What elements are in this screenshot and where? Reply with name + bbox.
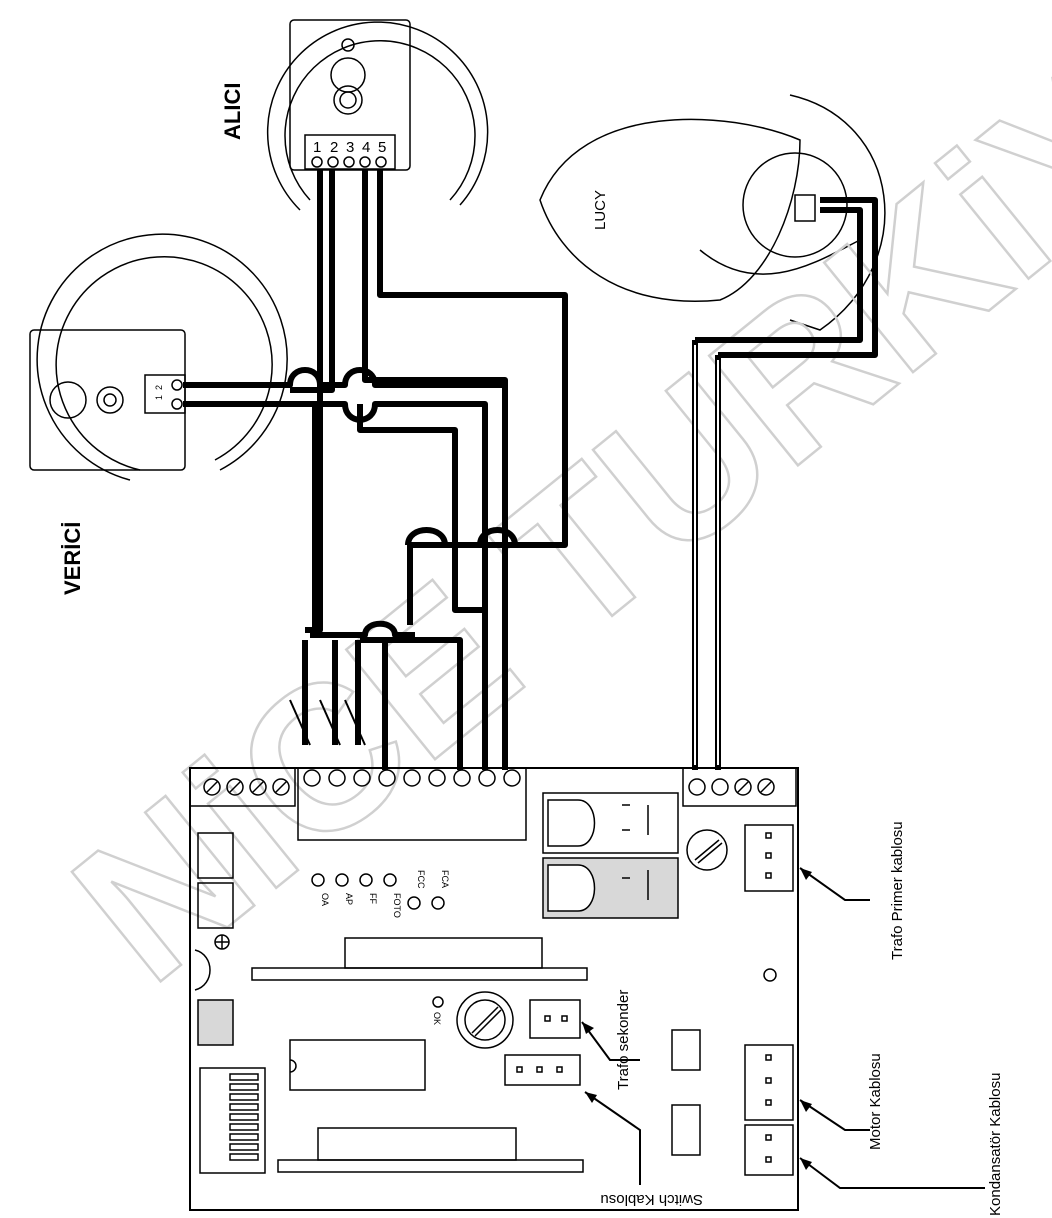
dip-switch	[199, 1067, 266, 1174]
receiver-terminal-3: 3	[346, 139, 354, 156]
kondansator-kablosu-label: Kondansatör Kablosu	[987, 1073, 1004, 1216]
lucy-lamp	[539, 94, 886, 331]
input-label-foto: FOTO	[392, 893, 402, 918]
motor-connector	[744, 1044, 794, 1121]
right-terminal-block	[682, 767, 797, 807]
input-label-fca: FCA	[440, 870, 450, 888]
relay-modules	[542, 792, 679, 919]
transmitter-unit: 1 2	[29, 233, 288, 481]
verici-label: VERİCİ	[60, 522, 85, 595]
switch-kablosu-label: Switch Kablosu	[600, 1191, 703, 1208]
receiver-unit: 1 2 3 4 5	[266, 19, 489, 211]
receiver-terminal-labels: 1 2 3 4 5	[313, 139, 386, 156]
motor-kablosu-label: Motor Kablosu	[867, 1053, 884, 1150]
receiver-terminal-2: 2	[330, 139, 338, 156]
receiver-terminal-4: 4	[362, 139, 370, 156]
trafo-sekonder-label: Trafo sekonder	[615, 990, 632, 1090]
lucy-label: LUCY	[592, 190, 609, 230]
receiver-terminal-1: 1	[313, 139, 321, 156]
input-leds: OA AP FF FOTO FCC FCA	[311, 870, 450, 918]
kondansator-connector	[744, 1124, 794, 1176]
transmitter-terminal-1: 1	[154, 395, 164, 400]
input-switches	[289, 699, 366, 746]
trafo-primer-label: Trafo Primer kablosu	[889, 821, 906, 960]
switch-connector	[504, 1054, 581, 1086]
receiver-terminal-5: 5	[378, 139, 386, 156]
ic-chip	[289, 1039, 426, 1091]
heatsink-top	[251, 967, 588, 981]
input-label-fcc: FCC	[416, 870, 426, 889]
input-label-oa: OA	[320, 893, 330, 906]
main-terminal-block	[303, 769, 521, 787]
trimmer	[456, 991, 514, 1049]
trafo-primer-connector	[744, 824, 794, 892]
alici-label: ALICI	[220, 83, 245, 140]
heatsink-bottom	[277, 1159, 584, 1173]
trafo-sekonder-connector	[529, 999, 581, 1039]
control-board: OA AP FF FOTO FCC FCA	[189, 767, 799, 1211]
callouts	[581, 867, 985, 1189]
fuse-dial-top	[686, 829, 728, 871]
ok-label: OK	[432, 1012, 442, 1025]
input-label-ff: FF	[368, 893, 378, 904]
input-label-ap: AP	[344, 893, 354, 905]
transmitter-terminal-2: 2	[154, 385, 164, 390]
